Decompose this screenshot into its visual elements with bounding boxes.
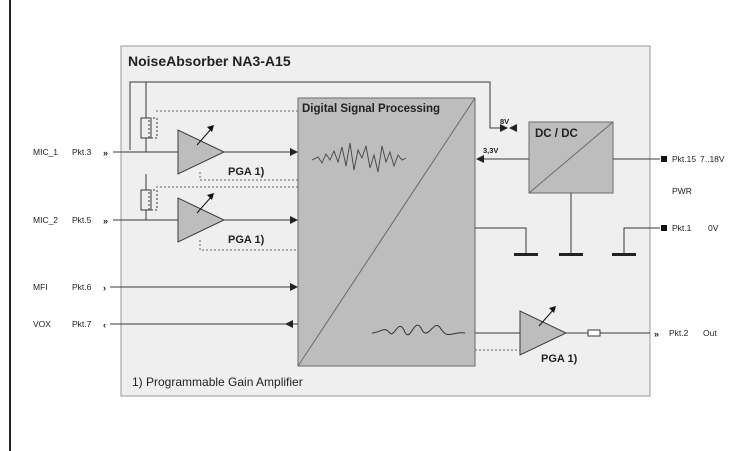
- ground-icon-pkt1: [612, 253, 636, 256]
- arrow-pga-mic2: [207, 193, 214, 200]
- gnd-dsp-line: [475, 227, 527, 254]
- line-pkt1: [623, 227, 660, 254]
- arrow-vox-out: [285, 320, 293, 328]
- arrow-mic2-dsp: [290, 216, 298, 224]
- ground-icon-dcdc: [559, 253, 583, 256]
- noisy-waveform: [311, 142, 407, 173]
- input-mfi-name: MFI: [33, 282, 48, 292]
- input-vox-name: VOX: [33, 319, 51, 329]
- module-title: NoiseAbsorber NA3-A15: [128, 53, 291, 69]
- pwr-label: PWR: [672, 186, 692, 196]
- pin-pkt15-label: Pkt.15: [672, 154, 696, 164]
- input-mic1-name: MIC_1: [33, 147, 58, 157]
- pin-pkt1-desc: 0V: [708, 223, 719, 233]
- pga-mic1-label: PGA 1): [228, 166, 265, 178]
- footnote: 1) Programmable Gain Amplifier: [132, 375, 303, 389]
- input-mfi-pin: Pkt.6: [72, 282, 92, 292]
- resistor-icon-out: [587, 329, 601, 337]
- voltage-8v-label: 8V: [500, 117, 509, 126]
- ground-icon-dsp: [514, 253, 538, 256]
- dcdc-label: DC / DC: [535, 128, 578, 140]
- arrow-8v: [500, 124, 508, 132]
- pin-pkt2-desc: Out: [703, 328, 717, 338]
- arrow-mic1-dsp: [290, 148, 298, 156]
- chevron-left-icon-vox: ‹: [103, 320, 106, 330]
- input-mic1-pin: Pkt.3: [72, 147, 92, 157]
- double-chevron-icon-mic1: »: [103, 148, 108, 158]
- resistor-icon-mic1b: [148, 117, 158, 139]
- arrow-3v3: [476, 155, 484, 163]
- dsp-label: Digital Signal Processing: [302, 103, 440, 115]
- arrow-pga-mic1: [207, 125, 214, 132]
- arrow-8v-dcdc: [509, 124, 517, 132]
- chevron-right-icon-mfi: ›: [103, 283, 106, 293]
- pin-pkt15-desc: 7..18V: [700, 154, 725, 164]
- arrow-pga-out: [549, 306, 556, 313]
- input-mic2-name: MIC_2: [33, 215, 58, 225]
- pga-mic2-label: PGA 1): [228, 234, 265, 246]
- pga-mic1-adjust: [196, 127, 213, 146]
- double-chevron-icon-mic2: »: [103, 216, 108, 226]
- ctrl-dotted-2: [199, 172, 298, 181]
- resistor-icon-mic2b: [148, 189, 158, 211]
- dcdc-diagonal: [528, 121, 614, 194]
- pga-out-adjust: [538, 308, 555, 327]
- pin-pkt2-label: Pkt.2: [669, 328, 689, 338]
- dsp-diagonal: [297, 97, 476, 367]
- double-chevron-icon-out: »: [654, 329, 659, 339]
- clean-waveform: [371, 324, 466, 336]
- pga-mic2-adjust: [196, 195, 213, 214]
- pin-pkt1-icon: [661, 225, 667, 231]
- pin-pkt1-label: Pkt.1: [672, 223, 692, 233]
- input-mic2-pin: Pkt.5: [72, 215, 92, 225]
- voltage-3v3-label: 3,3V: [483, 146, 498, 155]
- input-vox-pin: Pkt.7: [72, 319, 92, 329]
- pga-out-label: PGA 1): [541, 353, 578, 365]
- bus-8v-line: [129, 81, 502, 150]
- arrow-mfi-dsp: [290, 283, 298, 291]
- ctrl-dotted-4: [199, 240, 298, 251]
- pin-pkt15-icon: [661, 156, 667, 162]
